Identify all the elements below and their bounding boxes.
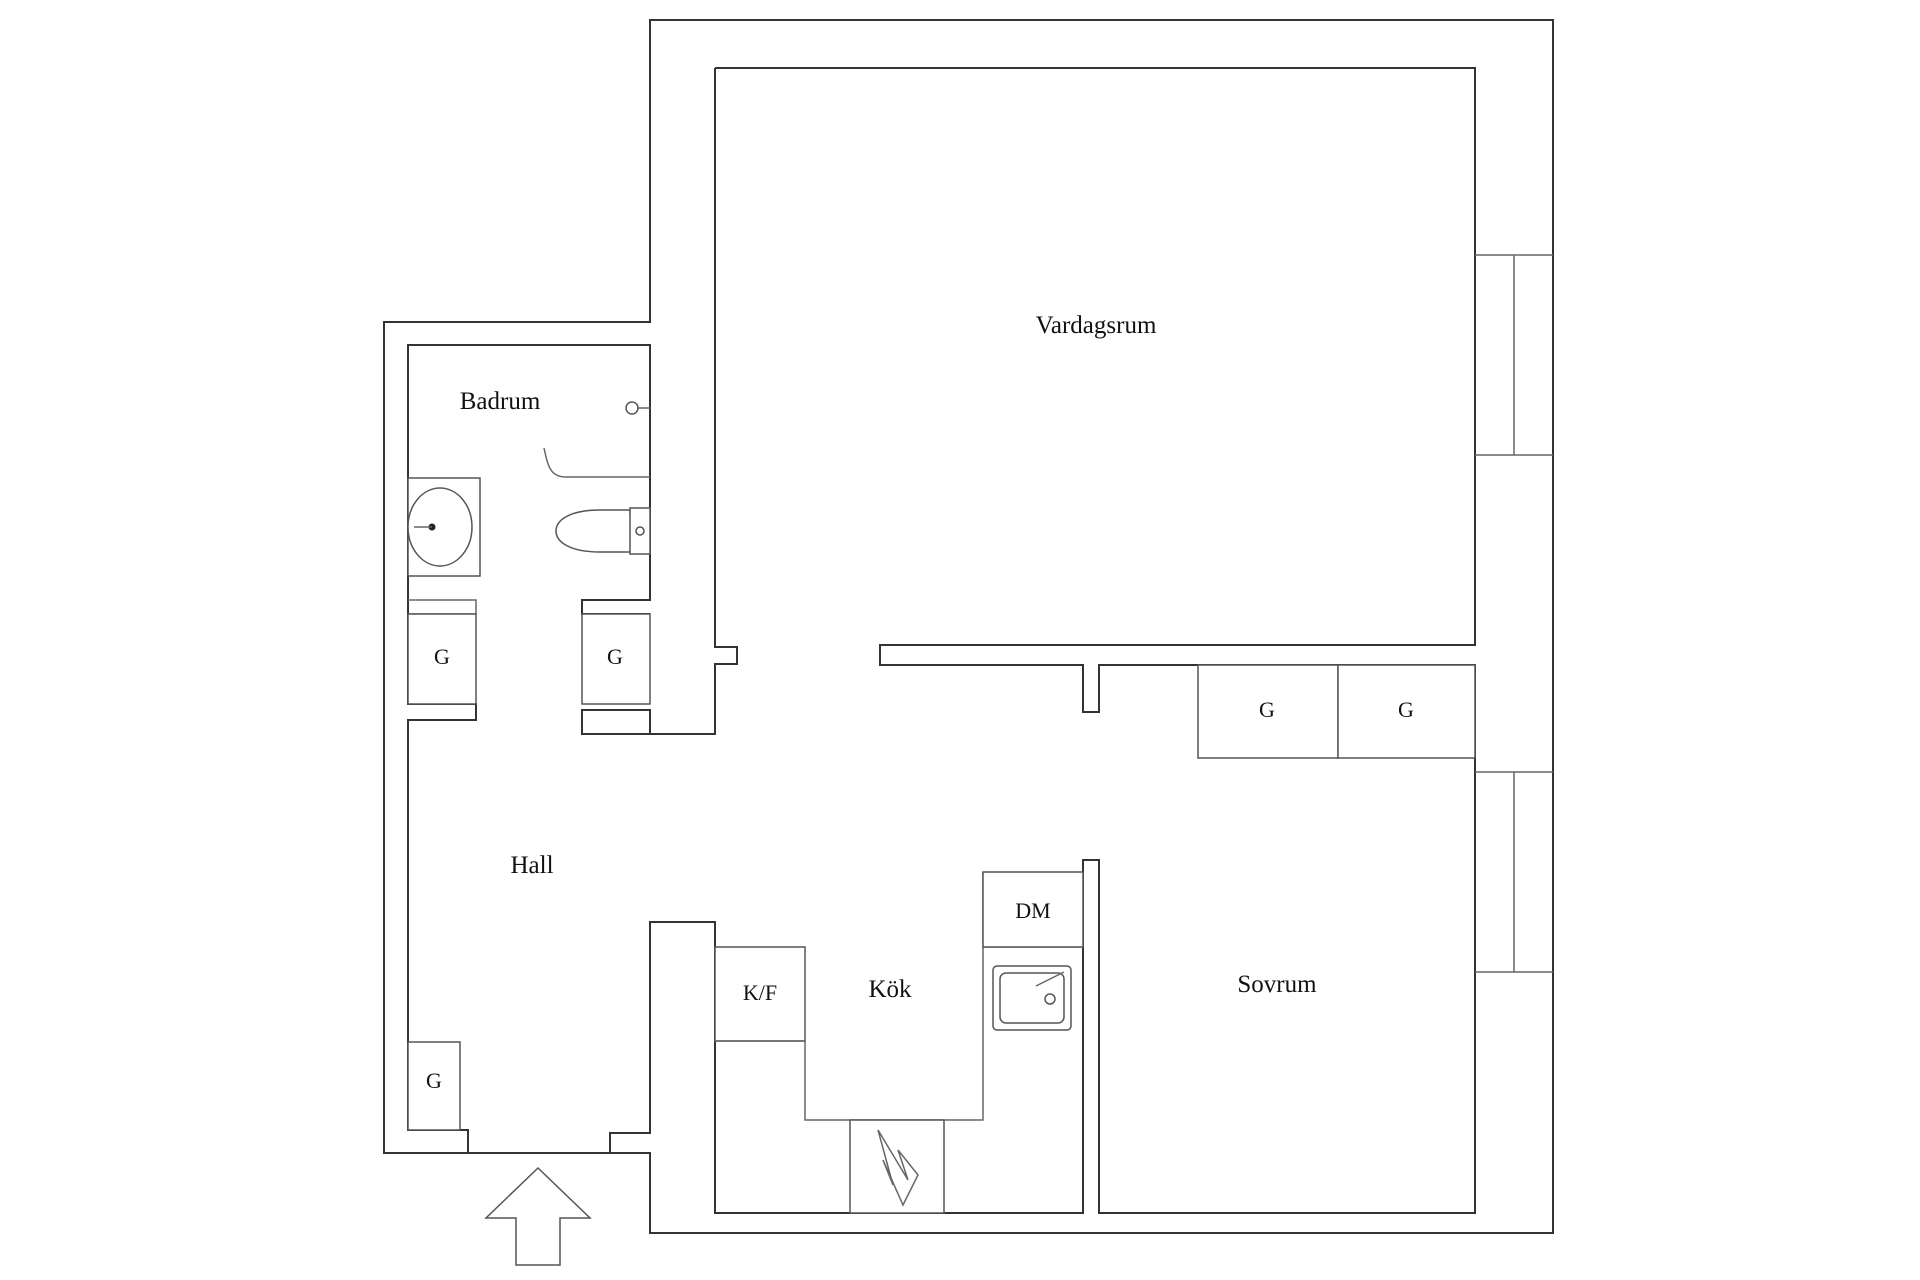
wardrobe-label: G bbox=[426, 1068, 442, 1093]
room-label-living-room: Vardagsrum bbox=[1036, 312, 1157, 339]
wardrobe-label: G bbox=[1259, 697, 1275, 722]
wardrobe-label: G bbox=[1398, 697, 1414, 722]
kitchen-counter-left bbox=[715, 872, 984, 1121]
wardrobe-hall: G bbox=[407, 1041, 461, 1131]
corridor-wall bbox=[581, 68, 738, 735]
room-label-kitchen: Kök bbox=[868, 976, 912, 1003]
entrance-arrow-icon bbox=[484, 1166, 592, 1266]
stove-icon bbox=[849, 1119, 945, 1214]
room-label-bathroom: Badrum bbox=[460, 388, 541, 415]
toilet-icon bbox=[555, 507, 651, 555]
wardrobe-label: G bbox=[607, 644, 623, 669]
hall-wall bbox=[407, 344, 651, 1153]
towel-rail-icon bbox=[625, 401, 650, 415]
wardrobe-corridor-2: G bbox=[1337, 664, 1476, 759]
kitchen-sink-icon bbox=[992, 965, 1072, 1031]
fridge-freezer: K/F bbox=[714, 946, 806, 1042]
shower-icon bbox=[543, 447, 650, 478]
room-label-bedroom: Sovrum bbox=[1237, 971, 1317, 998]
wardrobe-label: G bbox=[434, 644, 450, 669]
room-label-hall: Hall bbox=[510, 852, 553, 879]
wardrobe-bath-right: G bbox=[581, 613, 651, 705]
living-room-window bbox=[1475, 254, 1553, 456]
bedroom-window bbox=[1475, 771, 1553, 973]
wardrobe-corridor-1: G bbox=[1197, 664, 1339, 759]
dishwasher-label: DM bbox=[1015, 898, 1050, 923]
dishwasher: DM bbox=[982, 871, 1084, 948]
washbasin-icon bbox=[407, 477, 481, 577]
bathroom-closet-wall bbox=[408, 599, 477, 615]
wardrobe-bath-left: G bbox=[407, 613, 477, 705]
living-room-wall bbox=[609, 67, 1476, 1214]
outer-wall bbox=[383, 19, 1554, 1234]
fridge-freezer-label: K/F bbox=[743, 980, 777, 1005]
